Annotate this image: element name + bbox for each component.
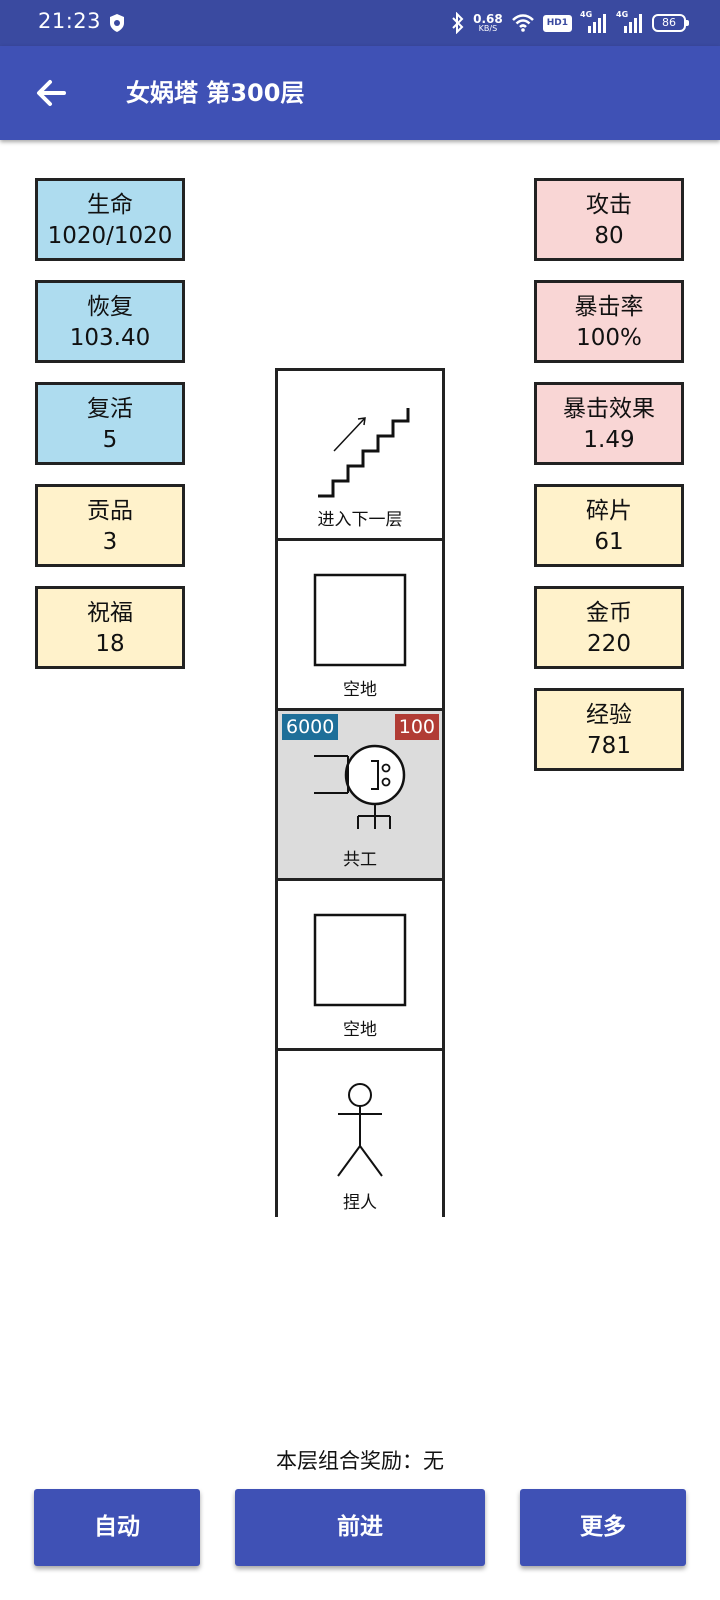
- forward-button[interactable]: 前进: [235, 1489, 485, 1566]
- enemy-hp-badge: 6000: [282, 714, 339, 740]
- stat-value: 103.40: [69, 325, 151, 351]
- stat-label: 复活: [87, 396, 133, 422]
- tower-cell-player[interactable]: 捏人: [278, 1051, 442, 1221]
- signal-icon: 4G: [580, 10, 608, 34]
- tower-cell-enemy[interactable]: 6000 100 共工: [278, 711, 442, 881]
- cell-label: 进入下一层: [317, 510, 403, 530]
- tower-cell-empty[interactable]: 空地: [278, 541, 442, 711]
- stat-recovery: 恢复 103.40: [35, 280, 185, 363]
- stat-value: 1.49: [583, 427, 635, 453]
- stat-revive: 复活 5: [35, 382, 185, 465]
- stat-gold: 金币 220: [534, 586, 684, 669]
- tower-cell-empty[interactable]: 空地: [278, 881, 442, 1051]
- stat-value: 80: [594, 223, 624, 249]
- stat-experience: 经验 781: [534, 688, 684, 771]
- stat-label: 暴击率: [574, 294, 644, 320]
- stat-fragments: 碎片 61: [534, 484, 684, 567]
- stat-label: 生命: [87, 192, 133, 218]
- combo-reward-text: 本层组合奖励：无: [276, 1449, 444, 1473]
- enemy-gonggong-icon: [314, 744, 406, 829]
- stat-life: 生命 1020/1020: [35, 178, 185, 261]
- stat-value: 100%: [576, 325, 642, 351]
- stat-blessing: 祝福 18: [35, 586, 185, 669]
- stat-value: 1020/1020: [47, 223, 173, 249]
- stat-label: 金币: [586, 600, 632, 626]
- stat-label: 经验: [586, 702, 632, 728]
- signal-icon: 4G: [616, 10, 644, 34]
- shield-icon: [110, 14, 124, 32]
- empty-square-icon: [313, 573, 407, 667]
- stat-value: 3: [102, 529, 118, 555]
- stat-attack: 攻击 80: [534, 178, 684, 261]
- more-button[interactable]: 更多: [520, 1489, 686, 1566]
- status-bar: 21:23 0.68 KB/S HD1 4G: [0, 0, 720, 46]
- cell-label: 空地: [343, 1020, 377, 1040]
- stat-label: 攻击: [586, 192, 632, 218]
- auto-button[interactable]: 自动: [34, 1489, 200, 1566]
- tower-cell-stairs[interactable]: 进入下一层: [278, 371, 442, 541]
- net-speed: 0.68 KB/S: [473, 12, 503, 33]
- arrow-left-icon[interactable]: [30, 72, 72, 114]
- stat-label: 恢复: [87, 294, 133, 320]
- stat-value: 781: [587, 733, 631, 759]
- enemy-attack-badge: 100: [394, 714, 439, 740]
- stat-crit-effect: 暴击效果 1.49: [534, 382, 684, 465]
- stat-crit-rate: 暴击率 100%: [534, 280, 684, 363]
- status-time: 21:23: [38, 9, 102, 33]
- stat-label: 暴击效果: [563, 396, 655, 422]
- page-title: 女娲塔 第300层: [126, 79, 305, 107]
- cell-label: 共工: [343, 850, 377, 870]
- app-bar: 女娲塔 第300层: [0, 46, 720, 140]
- stairs-icon: [318, 408, 410, 498]
- bluetooth-icon: [452, 12, 464, 34]
- battery-icon: 86: [652, 14, 689, 32]
- cell-label: 空地: [343, 680, 377, 700]
- hd-badge: HD1: [542, 14, 572, 32]
- stat-value: 61: [594, 529, 624, 555]
- stat-label: 贡品: [87, 498, 133, 524]
- stat-value: 5: [102, 427, 118, 453]
- tower: 进入下一层 空地 6000 100 共工 空地 捏人: [275, 368, 445, 1221]
- empty-square-icon: [313, 913, 407, 1007]
- stat-value: 220: [587, 631, 631, 657]
- wifi-icon: [511, 14, 534, 32]
- stat-value: 18: [95, 631, 125, 657]
- stat-tribute: 贡品 3: [35, 484, 185, 567]
- stick-figure-icon: [337, 1083, 383, 1177]
- stat-label: 碎片: [586, 498, 632, 524]
- stat-label: 祝福: [87, 600, 133, 626]
- cell-label: 捏人: [343, 1193, 377, 1213]
- status-icons: 0.68 KB/S HD1 4G 4G: [451, 8, 689, 38]
